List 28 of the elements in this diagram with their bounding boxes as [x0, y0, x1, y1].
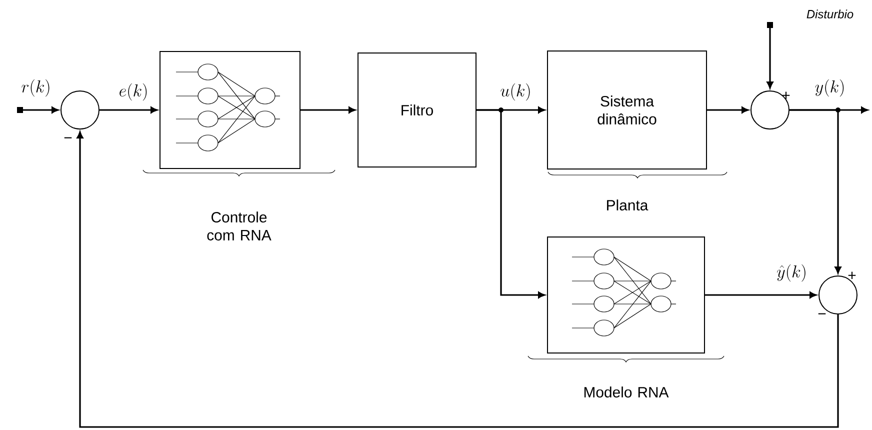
block-box: Sistema dinâmico: [547, 50, 707, 170]
sign-label: +: [782, 92, 790, 99]
summing-junction: [750, 90, 790, 130]
edge-label: $y(k)$: [814, 78, 846, 98]
edge-label: $u(k)$: [499, 82, 532, 102]
sign-label: −: [818, 313, 826, 314]
edge-label: $\hat{y}(k)$: [776, 263, 808, 283]
arrow: [705, 292, 816, 298]
block-box: Filtro: [358, 52, 476, 168]
sign-label: −: [64, 137, 72, 138]
neural-network-box: [160, 51, 300, 169]
sign-label: +: [848, 272, 856, 279]
node-label: Planta: [607, 200, 648, 210]
edge-label: Disturbio: [805, 8, 855, 20]
node-label: Controle com RNA: [207, 212, 272, 240]
arrow: [476, 109, 545, 298]
edge-label: $e(k)$: [118, 82, 150, 102]
arrow: [100, 106, 158, 114]
arrow: [76, 132, 839, 428]
arrow: [300, 106, 356, 114]
edge-label: $r(k)$: [20, 78, 52, 98]
summing-junction: [60, 90, 100, 130]
arrow: [790, 109, 842, 274]
arrow: [707, 106, 748, 114]
node-label: Modelo RNA: [584, 386, 669, 398]
neural-network-box: [547, 236, 705, 354]
arrow: [17, 106, 58, 114]
arrow: [766, 22, 774, 88]
